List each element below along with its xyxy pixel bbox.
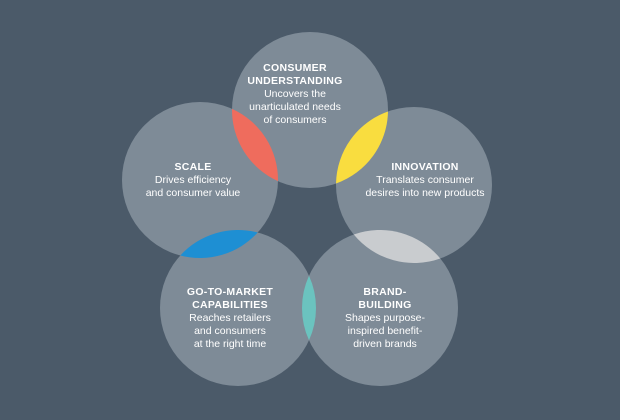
circle-go-to-market	[160, 230, 316, 386]
circle-brand-building	[302, 230, 458, 386]
overlap-consumer-understanding-innovation	[336, 111, 388, 184]
overlap-consumer-understanding-scale	[232, 108, 278, 182]
overlap-brand-building-go-to-market	[301, 275, 317, 341]
overlap-go-to-market-scale	[180, 229, 258, 259]
overlap-innovation-brand-building	[353, 230, 441, 263]
